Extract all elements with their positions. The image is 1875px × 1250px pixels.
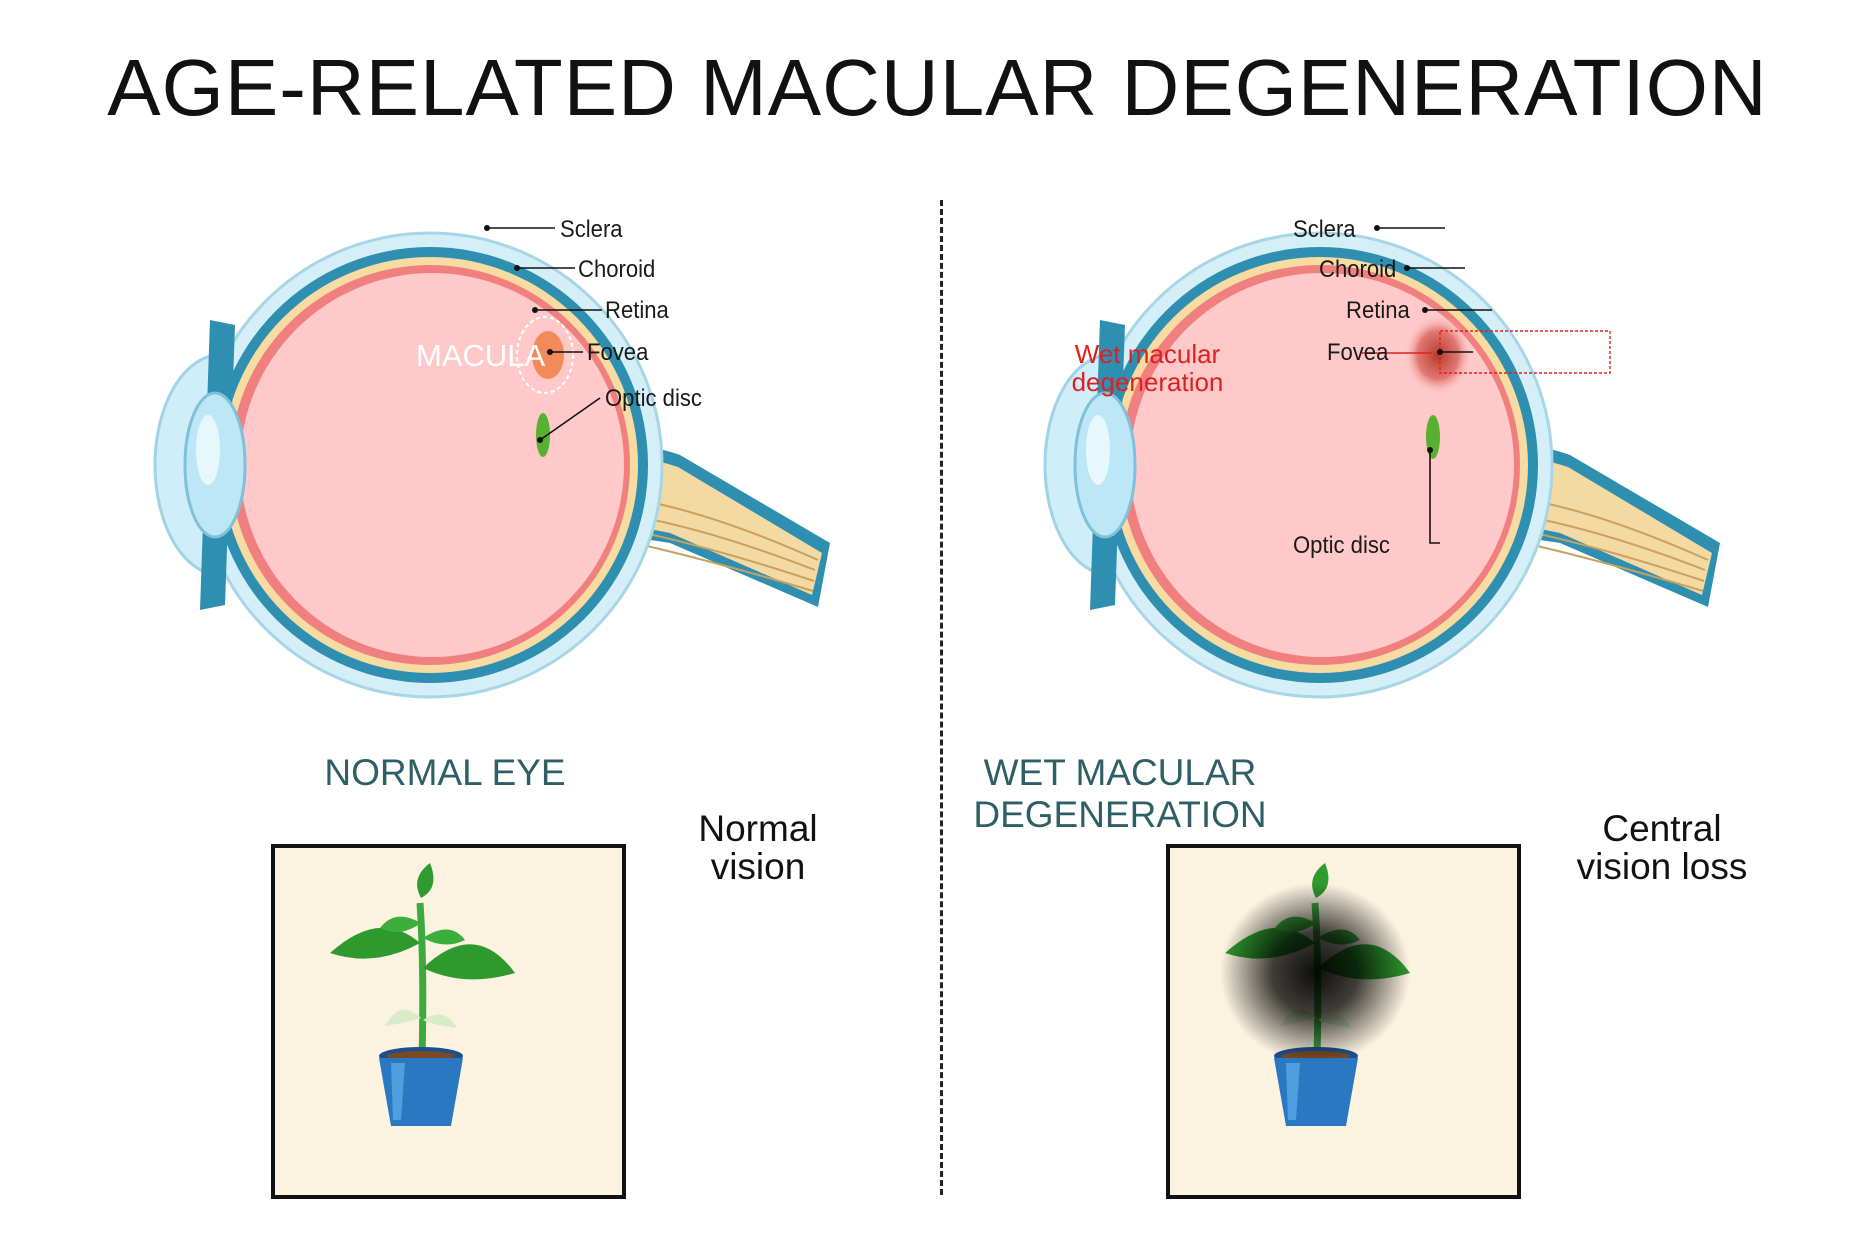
wet-macular-degeneration-label: Wet macular degeneration [1071,339,1224,397]
optic-disc-label: Optic disc [1293,532,1390,559]
choroid-label: Choroid [578,256,656,283]
retina-label: Retina [1346,297,1410,324]
central-vision-loss-caption: Central vision loss [1576,808,1748,887]
choroid-label: Choroid [1319,256,1397,283]
retina-label: Retina [605,297,669,324]
macula-label: MACULA [416,338,546,373]
central-vision-loss-frame [1166,844,1521,1199]
normal-vision-caption: Normal vision [698,808,818,887]
panel-divider [940,200,943,1195]
optic-disc-label: Optic disc [605,385,702,412]
normal-vision-frame [271,844,626,1199]
fovea-label: Fovea [587,339,649,366]
potted-plant-blurred-icon [1220,863,1410,1126]
sclera-label: Sclera [1293,216,1356,243]
fovea-label: Fovea [1327,339,1389,366]
sclera-label: Sclera [560,216,623,243]
potted-plant-icon [330,863,515,1126]
page-title: AGE-RELATED MACULAR DEGENERATION [107,43,1768,132]
normal-eye-heading: NORMAL EYE [324,752,566,793]
wet-amd-heading: WET MACULAR DEGENERATION [973,752,1267,835]
wet-amd-eye-illustration [1043,225,1720,699]
normal-eye-illustration [153,225,830,699]
